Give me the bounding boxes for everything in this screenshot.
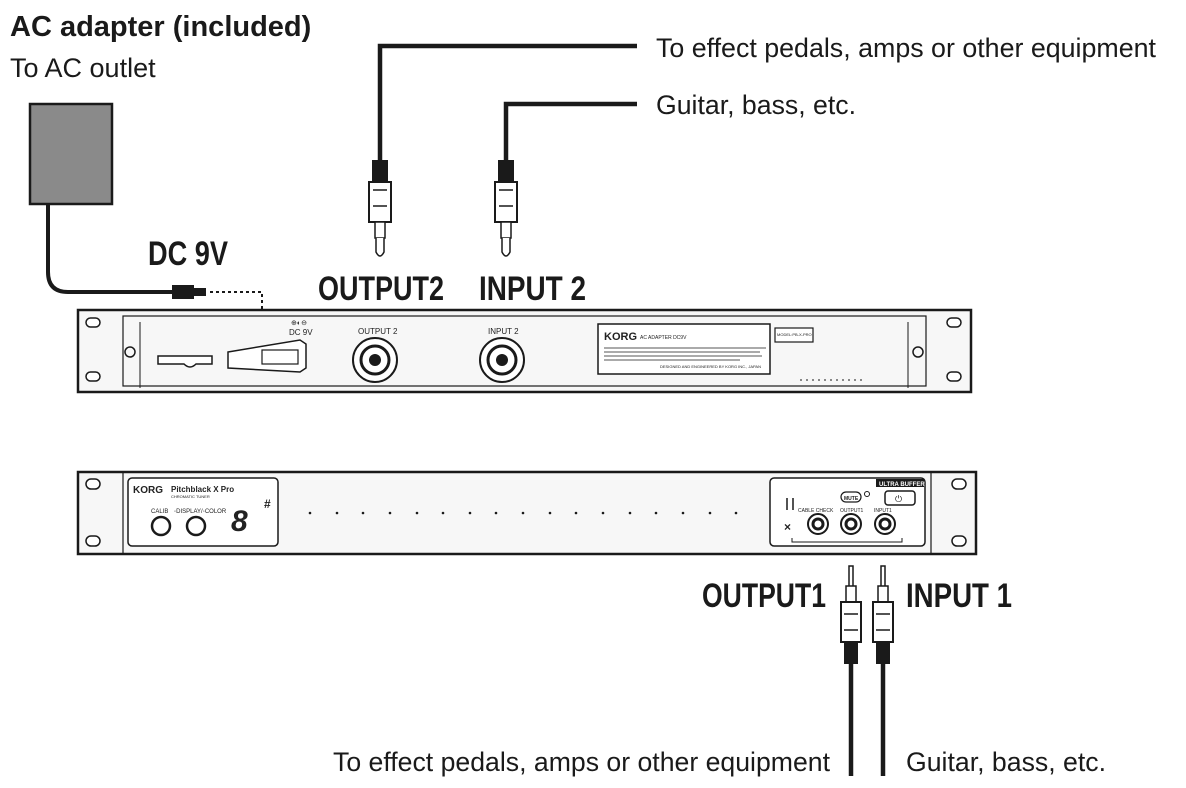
output2-label: OUTPUT2 — [318, 270, 444, 308]
front-output1-label: OUTPUT1 — [840, 508, 864, 514]
note-display: 8 — [231, 505, 248, 538]
rear-model-label: MODEL:PB-X-PRO — [777, 332, 812, 337]
input1-label: INPUT 1 — [906, 577, 1012, 615]
ac-adapter — [28, 102, 206, 299]
dc-polarity-icon: ⊕◐⊖ — [291, 320, 307, 327]
cable-icon — [786, 498, 794, 510]
cable-check-label: CABLE CHECK — [798, 508, 834, 514]
rear-input2-label: INPUT 2 — [488, 327, 519, 336]
rear-designed-note: DESIGNED AND ENGINEERED BY KORG INC., JA… — [660, 364, 761, 369]
output1-cable — [840, 565, 862, 776]
input1-jack — [874, 513, 896, 535]
rear-panel: ⊕◐⊖ DC 9V OUTPUT 2 INPUT 2 KORG AC ADAPT… — [76, 308, 973, 394]
rear-output2-label: OUTPUT 2 — [358, 327, 398, 336]
calib-label: CALIB — [151, 509, 168, 515]
mute-label: MUTE — [844, 496, 859, 502]
screw-icon — [912, 346, 924, 358]
power-icon: ⏻ — [895, 494, 902, 504]
cable-hook — [157, 355, 213, 368]
input2-cable — [494, 101, 637, 257]
output2-destination-label: To effect pedals, amps or other equipmen… — [656, 33, 1156, 63]
rear-adapter-note: AC ADAPTER DC9V — [640, 335, 687, 341]
ultra-buffer-badge — [876, 479, 924, 487]
rack-hole — [946, 317, 962, 328]
rack-hole — [85, 478, 101, 490]
front-model-name: Pitchblack X Pro — [171, 485, 234, 494]
cable-check-jack — [807, 513, 829, 535]
rack-hole — [85, 317, 101, 328]
ultra-buffer-label: ULTRA BUFFER — [879, 482, 925, 488]
mute-led — [864, 491, 870, 497]
output2-cable — [368, 43, 637, 257]
input1-cable — [872, 565, 894, 776]
front-panel: KORG Pitchblack X Pro CHROMATIC TUNER CA… — [76, 470, 978, 556]
display-color-label: ◦DISPLAY/◦COLOR — [174, 509, 227, 515]
input2-label: INPUT 2 — [479, 270, 586, 308]
output1-destination-label: To effect pedals, amps or other equipmen… — [333, 747, 830, 777]
screw-icon — [124, 346, 136, 358]
rack-hole — [951, 478, 967, 490]
rear-dc-label: DC 9V — [289, 328, 313, 337]
rear-brand-logo: KORG — [604, 331, 637, 343]
meter-dots — [308, 511, 738, 515]
rack-hole — [946, 371, 962, 382]
output1-label: OUTPUT1 — [702, 577, 826, 615]
ac-outlet-label: To AC outlet — [10, 53, 156, 83]
front-input1-label: INPUT1 — [874, 508, 892, 514]
model-plate — [774, 327, 814, 343]
rack-hole — [951, 535, 967, 547]
mute-button — [840, 491, 862, 503]
input1-source-label: Guitar, bass, etc. — [906, 747, 1106, 777]
input2-source-label: Guitar, bass, etc. — [656, 90, 856, 120]
calib-knob — [150, 515, 172, 537]
front-subtitle: CHROMATIC TUNER — [171, 494, 210, 499]
rear-label-plate — [597, 323, 771, 375]
output1-jack — [840, 513, 862, 535]
ac-adapter-title: AC adapter (included) — [10, 11, 311, 43]
dc9v-label: DC 9V — [148, 235, 228, 273]
display-color-knob — [185, 515, 207, 537]
sharp-indicator: # — [264, 497, 271, 511]
front-brand-logo: KORG — [133, 485, 163, 496]
rack-hole — [85, 535, 101, 547]
cross-icon: × — [784, 520, 791, 534]
power-button — [884, 490, 916, 506]
rack-hole — [85, 371, 101, 382]
